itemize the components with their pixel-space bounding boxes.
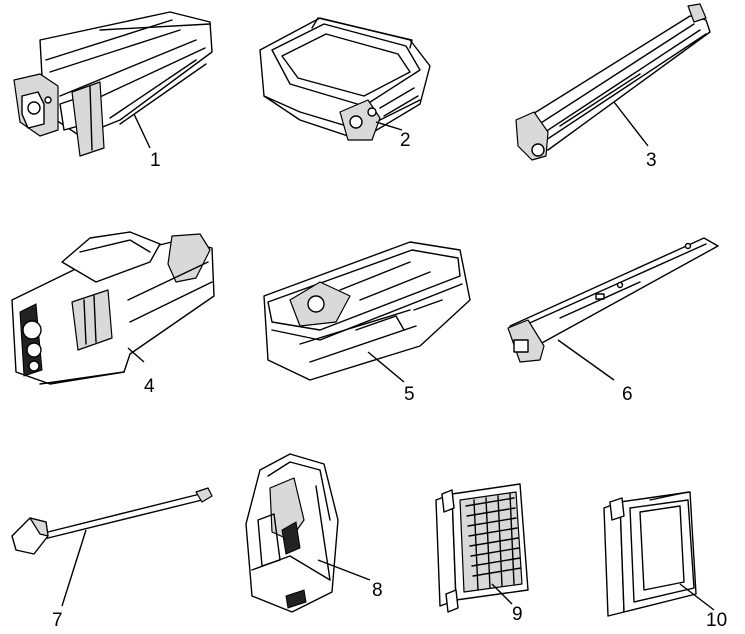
leader-line-1: [133, 113, 151, 149]
leader-line-6: [557, 339, 615, 381]
part-1-drum-unit: [13, 11, 213, 157]
callout-label-7: 7: [52, 610, 63, 631]
callout-label-4: 4: [144, 376, 155, 397]
callout-label-2: 2: [400, 130, 411, 151]
part-6-toner-cartridge: [507, 237, 719, 363]
leader-line-4: [127, 347, 145, 363]
part-3-transfer-roller: [515, 3, 711, 161]
callout-label-3: 3: [646, 150, 657, 171]
part-4-developer-unit: [11, 231, 215, 385]
leader-line-3: [613, 101, 649, 147]
callout-label-6: 6: [622, 384, 633, 405]
leader-line-7: [61, 529, 87, 607]
leader-line-8: [317, 559, 371, 581]
callout-label-10: 10: [706, 610, 727, 631]
part-8-waste-toner-box: [245, 453, 339, 613]
part-9-filter: [435, 483, 529, 613]
callout-label-9: 9: [512, 604, 523, 625]
part-5-fuser-unit: [263, 241, 471, 381]
callout-label-8: 8: [372, 580, 383, 601]
callout-label-5: 5: [404, 384, 415, 405]
leader-line-9: [491, 583, 513, 605]
leader-line-5: [367, 351, 405, 383]
leader-line-2: [375, 121, 403, 131]
leader-line-10: [679, 583, 715, 611]
part-10-filter-frame: [603, 491, 697, 617]
part-7-cleaning-rod: [11, 487, 213, 555]
part-2-transfer-belt: [259, 17, 431, 141]
callout-label-1: 1: [150, 150, 161, 171]
